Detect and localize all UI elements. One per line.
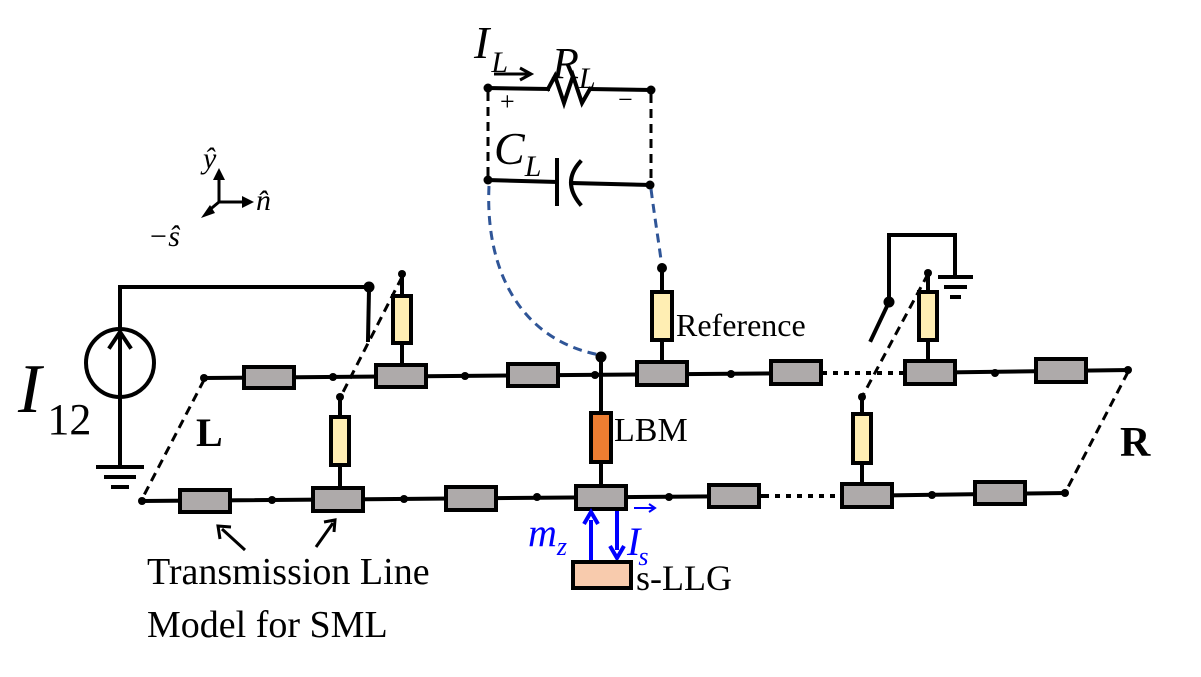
reference-resistor [650, 290, 674, 342]
transmission-line-block [635, 360, 689, 387]
node [1124, 366, 1132, 374]
load-resistor-label: RL [551, 39, 596, 95]
cap-wire-left [485, 177, 559, 185]
right-edge-dashed [1064, 371, 1130, 492]
sllg-label: s-LLG [636, 558, 732, 598]
n-hat-label: n̂ [256, 184, 271, 217]
lbm-label: LBM [614, 412, 688, 449]
node [400, 495, 408, 503]
spin-current-label: Is [626, 519, 648, 571]
caption-line-2: Model for SML [147, 604, 388, 646]
transmission-line-block [574, 484, 628, 511]
minus-s-hat-label: −ŝ [148, 220, 180, 253]
minus-sign: − [618, 85, 633, 114]
mz-label: mz [528, 510, 567, 561]
shunt-resistor-right-bottom [851, 412, 873, 465]
shunt-resistors [329, 263, 939, 490]
caption-arrowhead-right [323, 518, 337, 533]
node [329, 373, 337, 381]
cap-node-right [645, 180, 655, 190]
caption-arrow-left [220, 527, 247, 552]
left-terminal-label: L [196, 410, 223, 455]
load-node-tr [646, 85, 656, 95]
node [398, 270, 406, 278]
lbm-block [589, 411, 613, 464]
node [924, 269, 932, 277]
transmission-line-block [1034, 357, 1088, 384]
sllg-block [571, 560, 633, 590]
source-node [363, 281, 375, 293]
top-rail [200, 357, 1132, 390]
load-wire-right [587, 86, 654, 93]
transmission-line-block [973, 480, 1027, 506]
lbm-branch [589, 351, 613, 488]
bottom-rail [138, 480, 1069, 514]
node [591, 371, 599, 379]
node [336, 393, 344, 401]
load-node-tl [483, 83, 493, 93]
node [1061, 489, 1069, 497]
mz-arrowhead [582, 508, 600, 526]
left-edge-dashed [140, 379, 206, 500]
y-hat-label: ŷ [200, 142, 217, 175]
node [665, 493, 673, 501]
plus-sign: + [500, 87, 515, 116]
transmission-line-block [840, 482, 894, 509]
transmission-line-block [903, 359, 957, 386]
transmission-line-block [506, 362, 560, 388]
reference-label: Reference [676, 307, 806, 343]
node [727, 370, 735, 378]
is-vector-arrowhead [648, 503, 657, 513]
transmission-line-block [178, 488, 232, 514]
caption-arrow-right [314, 522, 335, 548]
cap-wire-right [569, 180, 653, 188]
node [200, 374, 208, 382]
node [858, 393, 866, 401]
source-arrowhead [107, 328, 133, 350]
node [138, 497, 146, 505]
y-arrowhead [213, 168, 225, 180]
transmission-line-block [444, 485, 498, 512]
transmission-line-block [374, 363, 428, 389]
sllg-coupling: mz Is s-LLG [528, 503, 732, 598]
caption-arrowhead-left [216, 524, 232, 540]
load-circuit: IL RL + − CL [473, 17, 656, 207]
axes-glyph: ŷ n̂ −ŝ [148, 142, 271, 253]
node [991, 369, 999, 377]
caption-line-1: Transmission Line [147, 551, 430, 593]
load-current-arrow-head [519, 66, 535, 82]
is-arrowhead [608, 544, 626, 562]
reference-node [657, 263, 667, 273]
transmission-line-block [769, 359, 823, 386]
probe-wire-right [649, 188, 664, 269]
ground-loop-wire [887, 233, 957, 302]
transmission-line-block [242, 365, 296, 390]
load-capacitor-label: CL [494, 123, 541, 183]
shunt-resistor-left-bottom [329, 415, 351, 467]
shunt-resistor-left-top [391, 294, 413, 345]
load-current-label: IL [473, 17, 508, 79]
load-wire-left [485, 85, 551, 92]
lbm-probe-node [595, 351, 607, 363]
node [533, 493, 541, 501]
shunt-resistor-right-top [917, 290, 939, 342]
right-terminal-label: R [1120, 420, 1151, 466]
source-drop-wire [365, 287, 372, 343]
n-arrowhead [242, 196, 254, 208]
node [928, 491, 936, 499]
probe-wire-left [487, 185, 601, 357]
cap-node-left [483, 175, 493, 185]
node [268, 496, 276, 504]
transmission-line-block [311, 486, 365, 513]
load-resistor-zigzag [545, 69, 593, 110]
transmission-line-block [707, 483, 761, 509]
right-ground-circuit [868, 233, 973, 343]
s-arrowhead [201, 205, 215, 218]
node [461, 372, 469, 380]
right-ground-drop [868, 299, 892, 343]
